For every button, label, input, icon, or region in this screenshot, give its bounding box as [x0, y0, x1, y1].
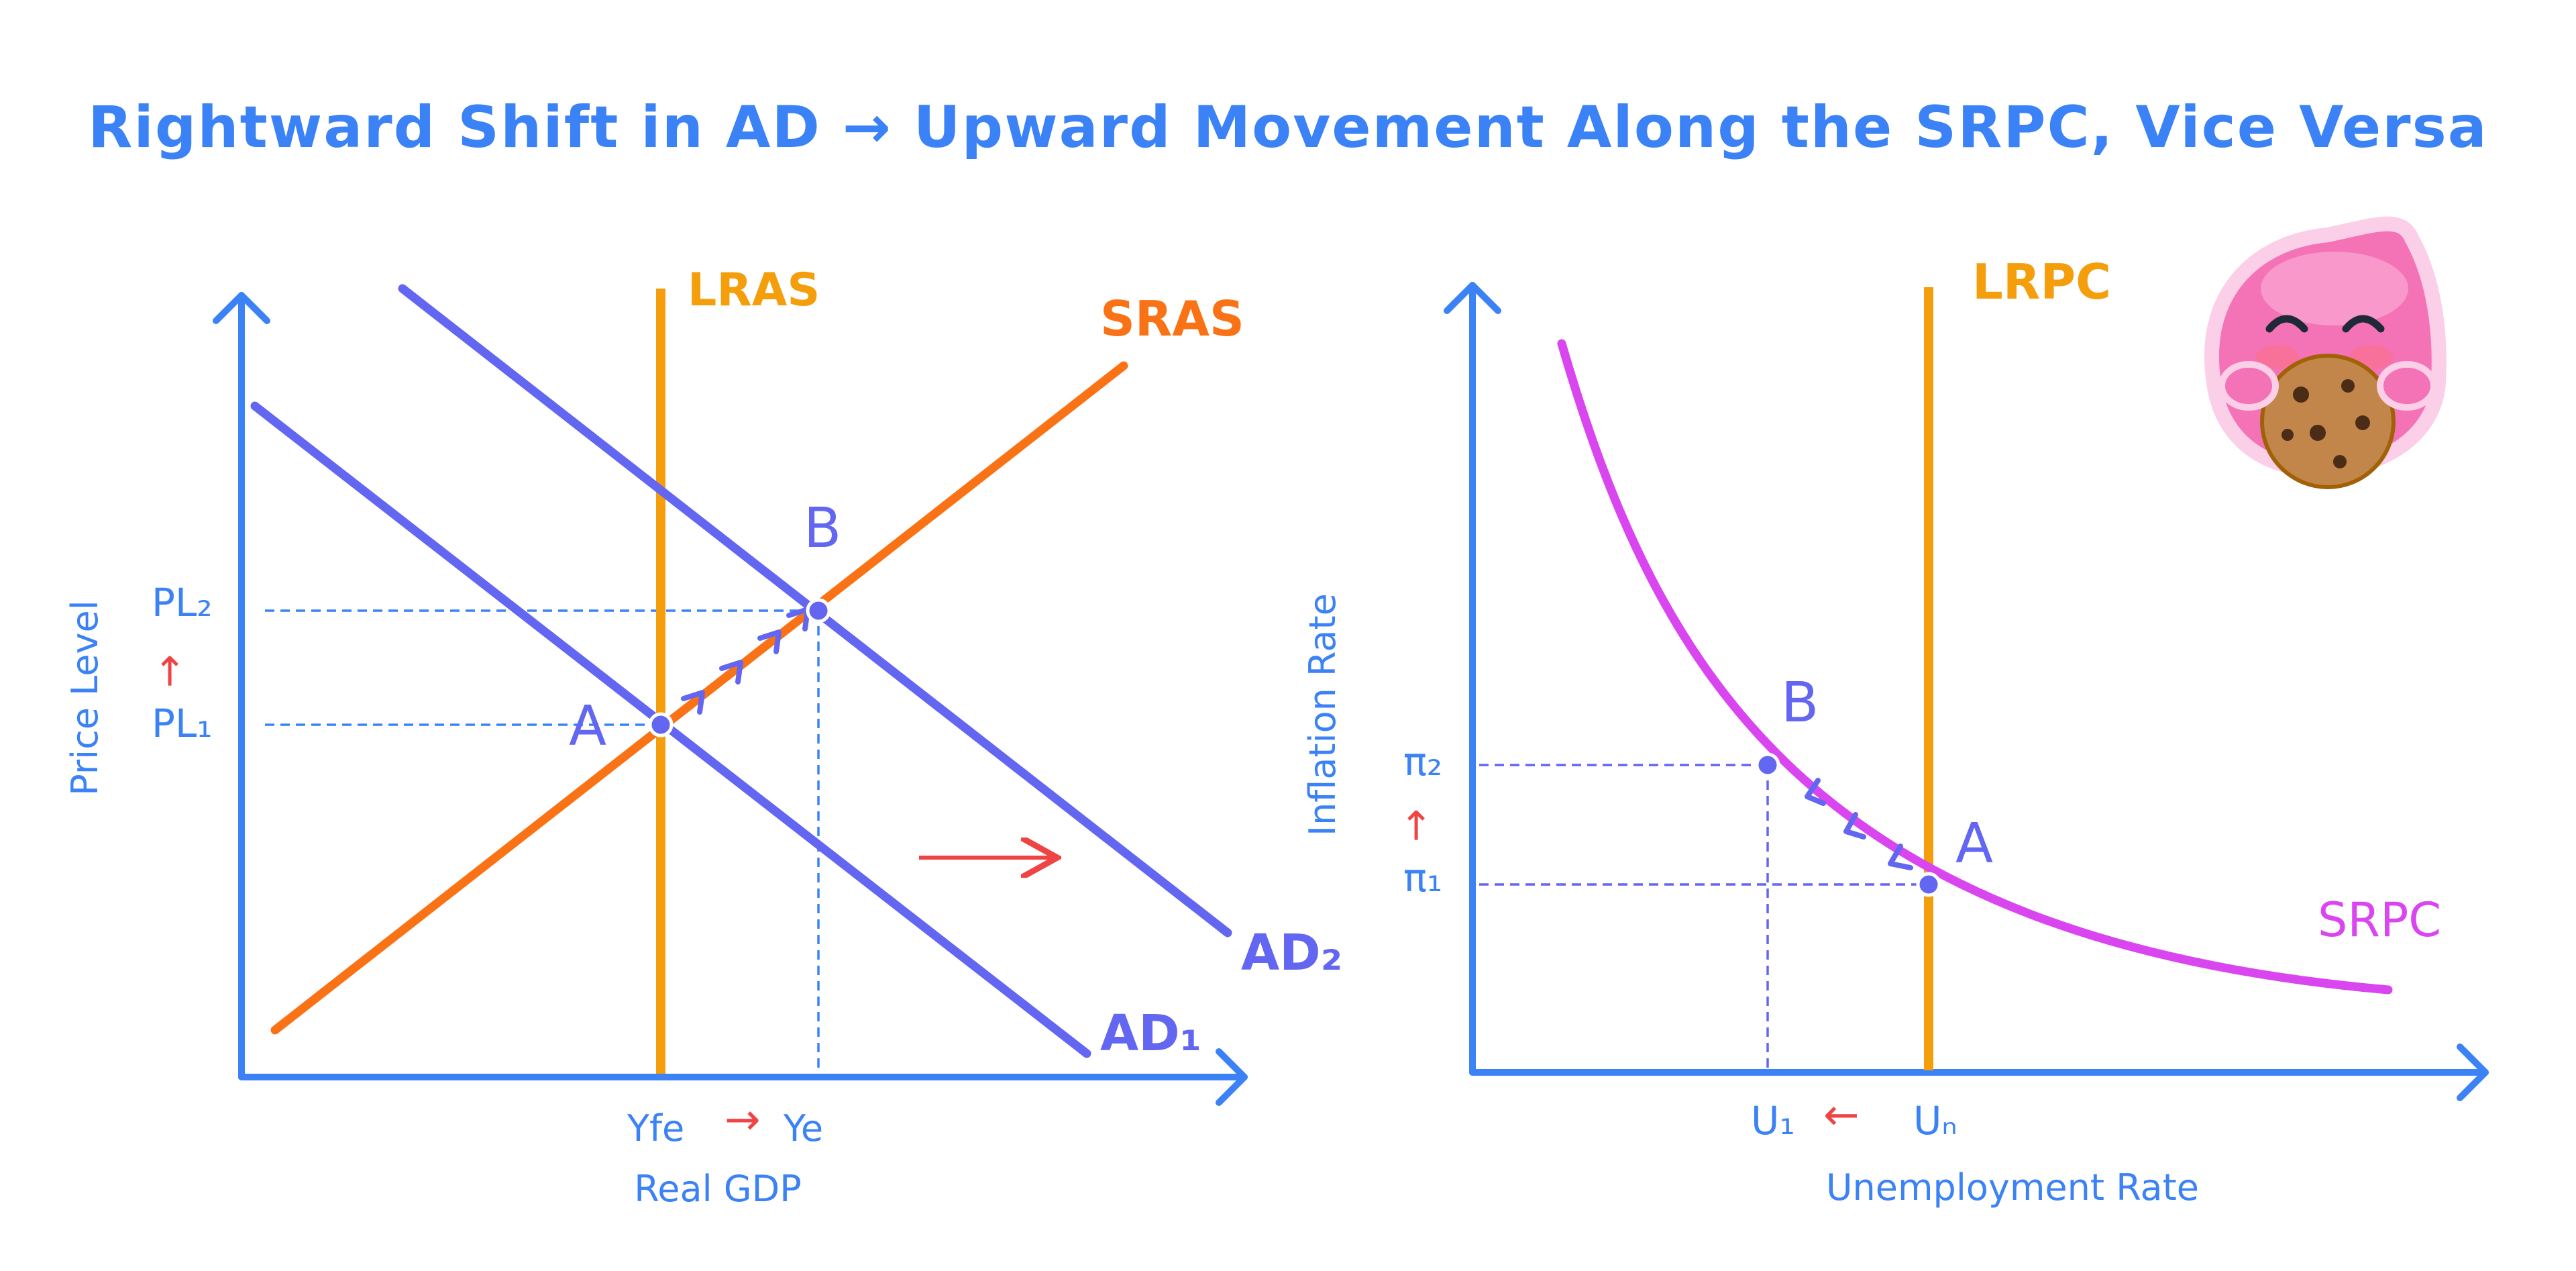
movement-chevron-icon: [1843, 812, 1866, 840]
pi1-label: π₁: [1403, 855, 1442, 901]
ad2-label: AD₂: [1241, 924, 1342, 982]
unemployment-left-arrow: ←: [1823, 1090, 1860, 1140]
yfe-label: Yfe: [627, 1107, 684, 1150]
lrpc-label: LRPC: [1972, 254, 2111, 310]
left-y-axis-arrowhead: [213, 292, 270, 324]
phillips-curve-chart: LRPC SRPC A B π₂ π₁ → U₁ ← Uₙ Unemployme…: [1301, 254, 2489, 1209]
inflation-up-arrow: →: [1392, 809, 1439, 842]
right-y-axis-arrowhead: [1444, 282, 1501, 314]
point-b-marker: [806, 598, 831, 623]
pink-blob-eating-cookie-icon: [2204, 216, 2447, 489]
point-a-label: A: [1955, 812, 1993, 876]
right-y-axis-title: Inflation Rate: [1301, 593, 1344, 836]
point-a-marker: [648, 712, 674, 738]
movement-chevron-icon: [757, 629, 782, 654]
lras-label: LRAS: [688, 264, 820, 317]
right-guides: [1479, 764, 1929, 1070]
ad-as-chart: LRAS SRAS AD₁ AD₂ A B PL₂ PL₁ → Yfe → Ye…: [64, 264, 1342, 1210]
movement-chevron-icon: [1888, 844, 1913, 870]
u1-label: U₁: [1751, 1098, 1795, 1143]
srpc-curve: [1557, 339, 2393, 995]
ye-label: Ye: [783, 1107, 823, 1150]
ad1-label: AD₁: [1100, 1005, 1201, 1062]
point-b-marker: [1755, 752, 1780, 778]
point-b-label: B: [1781, 671, 1819, 735]
right-x-axis-title: Unemployment Rate: [1826, 1166, 2199, 1209]
movement-chevron-icon: [719, 660, 743, 684]
pi2-label: π₂: [1403, 739, 1442, 784]
movement-chevron-icon: [1805, 778, 1826, 806]
right-axes: [1444, 282, 2489, 1101]
left-axes: [213, 292, 1248, 1106]
left-y-axis-title: Price Level: [64, 600, 106, 795]
page-title: Rightward Shift in AD → Upward Movement …: [88, 94, 2488, 161]
movement-arrows-a-to-b: [1805, 778, 1913, 870]
srpc-label: SRPC: [2318, 893, 2441, 948]
right-x-axis-arrowhead: [2457, 1044, 2489, 1101]
left-guides: [265, 609, 820, 1074]
output-right-arrow: →: [724, 1095, 761, 1145]
left-x-axis-arrowhead: [1216, 1048, 1248, 1106]
pl2-label: PL₂: [152, 580, 213, 625]
movement-chevron-icon: [681, 690, 705, 715]
price-up-arrow: →: [146, 654, 193, 688]
left-x-axis-title: Real GDP: [634, 1168, 802, 1210]
sras-label: SRAS: [1100, 291, 1244, 347]
point-b-label: B: [804, 497, 841, 560]
pl1-label: PL₁: [152, 701, 213, 746]
un-label: Uₙ: [1913, 1098, 1957, 1143]
point-a-marker: [1916, 872, 1941, 897]
point-a-label: A: [569, 695, 606, 758]
